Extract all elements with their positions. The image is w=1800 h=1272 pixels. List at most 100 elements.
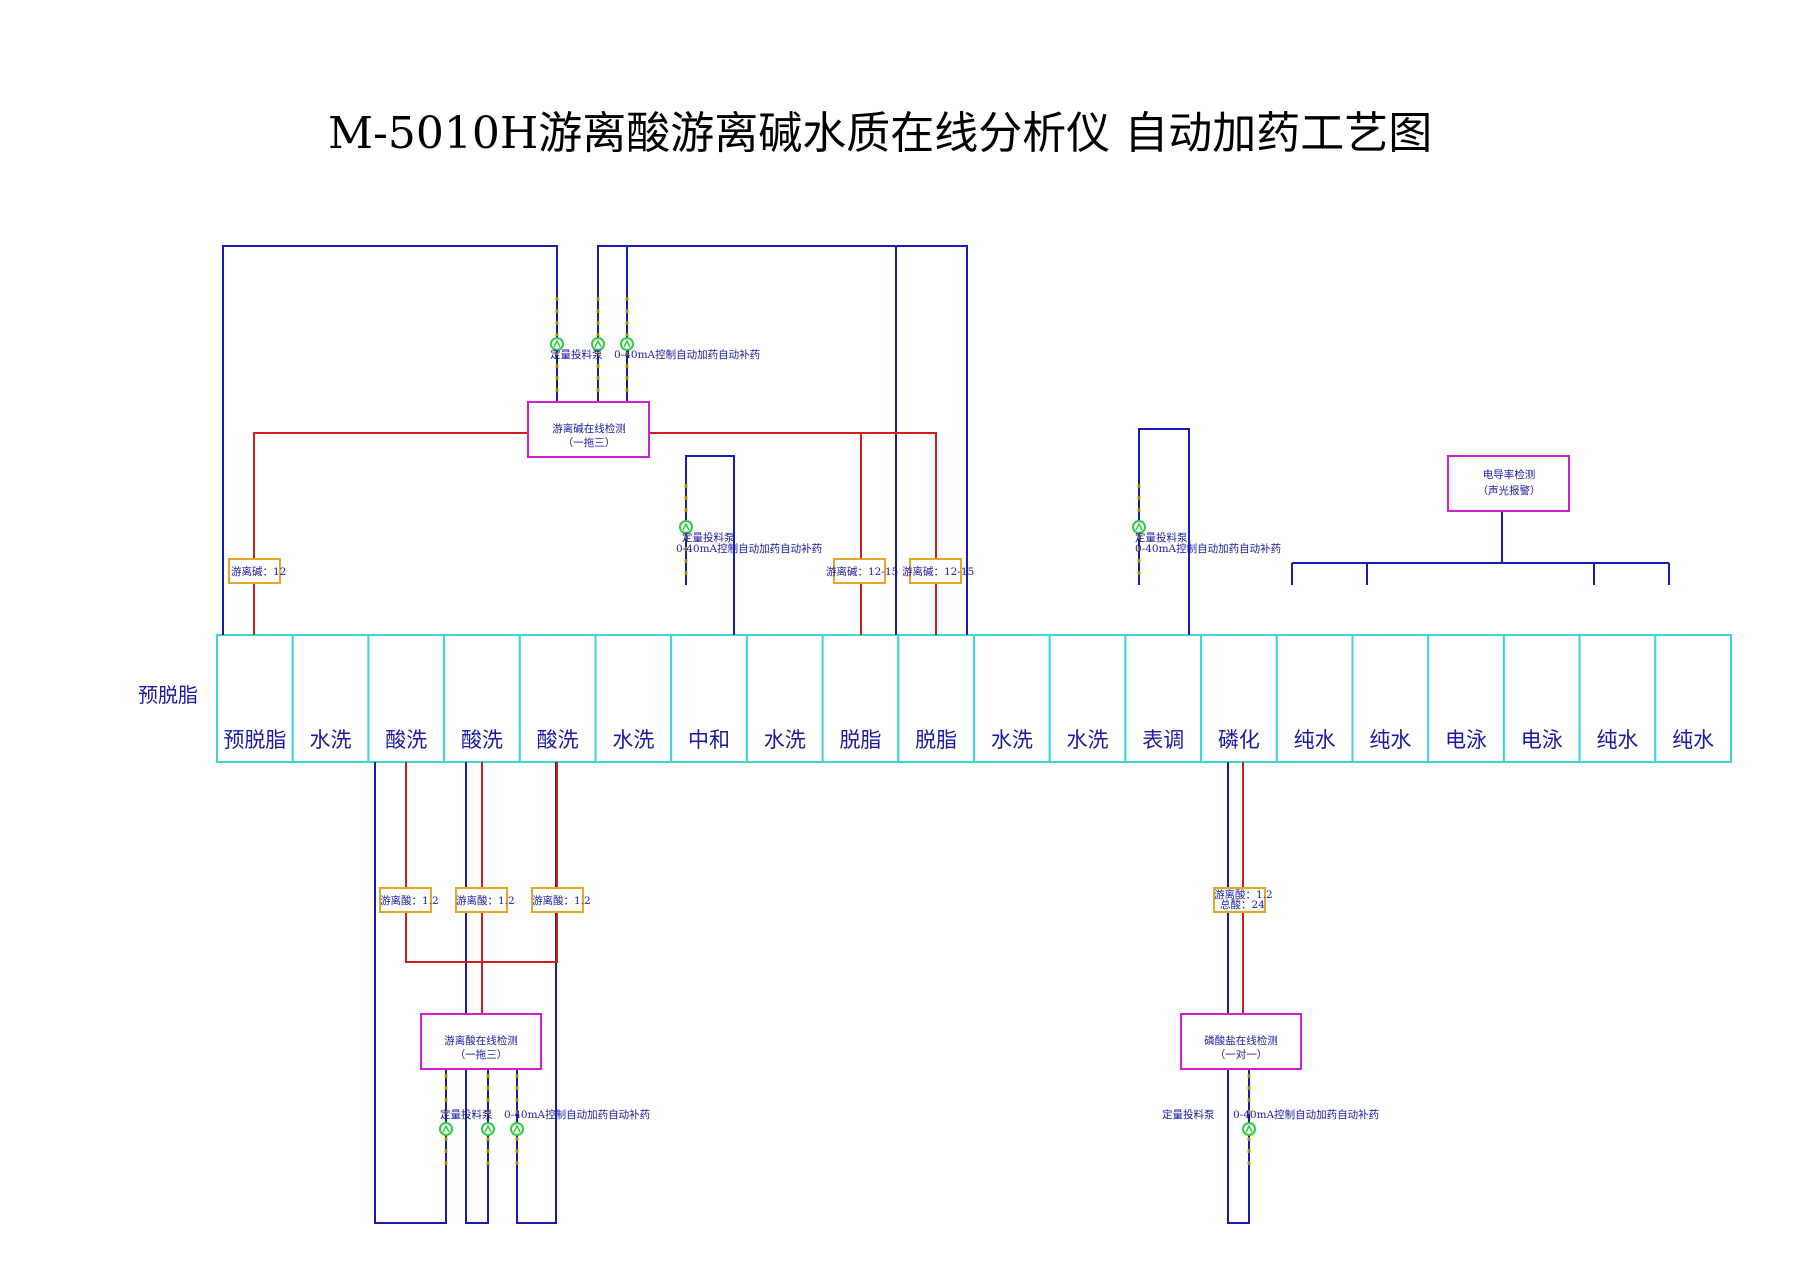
tank-cell: 水洗 [1048, 634, 1127, 763]
setpoint-alkali-2: 游离碱：12-15 [902, 558, 974, 584]
tank-label: 预脱脂 [223, 728, 286, 752]
dosing-pump [591, 297, 605, 393]
tank-cell: 脱脂 [897, 634, 975, 763]
tank-label: 水洗 [1067, 728, 1109, 752]
svg-text:游离碱：12-15: 游离碱：12-15 [902, 565, 974, 578]
pump-label-surface: 定量投料泵 [1135, 531, 1188, 544]
conductivity-sub: （声光报警） [1478, 484, 1541, 497]
svg-text:游离碱：12: 游离碱：12 [231, 565, 286, 578]
tank-label: 水洗 [991, 728, 1033, 752]
phosphate-analyzer-sub: （一对一） [1215, 1048, 1268, 1061]
tank-label: 磷化 [1218, 728, 1260, 752]
tank-cell: 酸洗 [367, 634, 446, 763]
tank-cell: 电泳 [1502, 634, 1581, 763]
dosing-pump [510, 1074, 524, 1170]
pump-phosphate [1242, 1074, 1256, 1170]
setpoint-alkali-1: 游离碱：12-15 [826, 558, 898, 584]
phosphate-analyzer-title: 磷酸盐在线检测 [1204, 1034, 1278, 1047]
tank-cell: 纯水 [1351, 634, 1430, 763]
control-label-neutral: 0-40mA控制自动加药自动补药 [676, 542, 822, 555]
svg-text:游离碱：12-15: 游离碱：12-15 [826, 565, 898, 578]
svg-text:游离酸：1.2: 游离酸：1.2 [1214, 888, 1273, 901]
pipe-blue [374, 762, 447, 1224]
tank-label: 脱脂 [915, 728, 957, 752]
svg-text:游离酸：1.2: 游离酸：1.2 [456, 894, 515, 907]
tank-label: 纯水 [1672, 728, 1714, 752]
control-label: 0-40mA控制自动加药自动补药 [614, 348, 760, 361]
alkali-analyzer: 游离碱在线检测 （一拖三） [527, 401, 650, 458]
tank-label: 水洗 [764, 728, 806, 752]
pump-group-upper [550, 297, 634, 393]
control-label-lower: 0-40mA控制自动加药自动补药 [504, 1108, 650, 1121]
tank-label: 表调 [1142, 728, 1184, 752]
tank-cell: 纯水 [1654, 634, 1733, 763]
phosphate-system [1227, 762, 1250, 1224]
tank-label: 纯水 [1294, 728, 1336, 752]
control-label-phosphate: 0-40mA控制自动加药自动补药 [1233, 1108, 1379, 1121]
setpoint-acid-3: 游离酸：1.2 [531, 887, 591, 913]
tank-cell: 水洗 [745, 634, 824, 763]
pump-label-phosphate: 定量投料泵 [1162, 1108, 1215, 1121]
tank-label: 纯水 [1596, 728, 1638, 752]
conductivity-box: 电导率检测 （声光报警） [1447, 455, 1570, 512]
dosing-pump [481, 1074, 495, 1170]
tank-cell: 表调 [1124, 634, 1203, 763]
dosing-pump [620, 297, 634, 393]
tank-row: 预脱脂水洗酸洗酸洗酸洗水洗中和水洗脱脂脱脂水洗水洗表调磷化纯水纯水电泳电泳纯水纯… [216, 634, 1733, 763]
pipe-blue [516, 762, 557, 1224]
acid-system [374, 762, 558, 1224]
pump-label: 定量投料泵 [550, 348, 603, 361]
svg-text:游离酸：1.2: 游离酸：1.2 [380, 894, 439, 907]
tank-cell: 电泳 [1427, 634, 1505, 763]
setpoint-acid-2: 游离酸：1.2 [455, 887, 515, 913]
dosing-pump [550, 297, 564, 393]
pipe-blue [465, 762, 489, 1224]
dosing-pump [1242, 1074, 1256, 1170]
acid-analyzer-title: 游离酸在线检测 [444, 1034, 518, 1047]
tank-cell: 脱脂 [821, 634, 900, 763]
tank-label: 脱脂 [839, 728, 881, 752]
setpoint-acid-1: 游离酸：1.2 [379, 887, 439, 913]
control-label-surface: 0-40mA控制自动加药自动补药 [1135, 542, 1281, 555]
tank-label: 酸洗 [385, 728, 427, 752]
dosing-pump [1132, 484, 1146, 580]
pump-neutral [679, 484, 693, 580]
acid-analyzer: 游离酸在线检测 （一拖三） [420, 1013, 542, 1070]
tank-cell: 水洗 [291, 634, 370, 763]
dosing-pump [679, 484, 693, 580]
side-label: 预脱脂 [138, 683, 198, 707]
tank-cell: 预脱脂 [216, 634, 294, 763]
tank-label: 水洗 [612, 728, 654, 752]
tank-label: 中和 [688, 728, 730, 752]
pump-label-lower: 定量投料泵 [440, 1108, 493, 1121]
svg-text:游离酸：1.2: 游离酸：1.2 [532, 894, 591, 907]
tank-cell: 酸洗 [518, 634, 597, 763]
alkali-analyzer-title: 游离碱在线检测 [552, 422, 626, 435]
svg-text:总酸：24: 总酸：24 [1220, 898, 1265, 911]
tank-label: 酸洗 [461, 728, 503, 752]
tank-cell: 水洗 [973, 634, 1051, 763]
pump-label-neutral: 定量投料泵 [682, 531, 735, 544]
pump-group-lower [439, 1074, 524, 1170]
tank-label: 电泳 [1445, 728, 1487, 752]
signal-red [253, 432, 528, 635]
tank-cell: 纯水 [1275, 634, 1354, 763]
tank-cell: 磷化 [1200, 634, 1278, 763]
conductivity-system [1291, 510, 1670, 585]
tank-label: 水洗 [310, 728, 352, 752]
pipe-blue [1227, 762, 1250, 1224]
dosing-pump [439, 1074, 453, 1170]
tank-cell: 中和 [670, 634, 748, 763]
tank-cell: 水洗 [594, 634, 673, 763]
tank-label: 酸洗 [537, 728, 579, 752]
diagram-title: M-5010H游离酸游离碱水质在线分析仪 自动加药工艺图 [328, 108, 1432, 159]
conductivity-title: 电导率检测 [1483, 468, 1536, 481]
acid-analyzer-sub: （一拖三） [455, 1048, 508, 1061]
setpoint-phosphate: 游离酸：1.2 总酸：24 [1213, 887, 1273, 913]
phosphate-analyzer: 磷酸盐在线检测 （一对一） [1180, 1013, 1302, 1070]
alkali-analyzer-sub: （一拖三） [563, 436, 616, 449]
pump-surface [1132, 484, 1146, 580]
setpoint-alkali-pre: 游离碱：12 [228, 558, 286, 584]
tank-label: 纯水 [1369, 728, 1411, 752]
